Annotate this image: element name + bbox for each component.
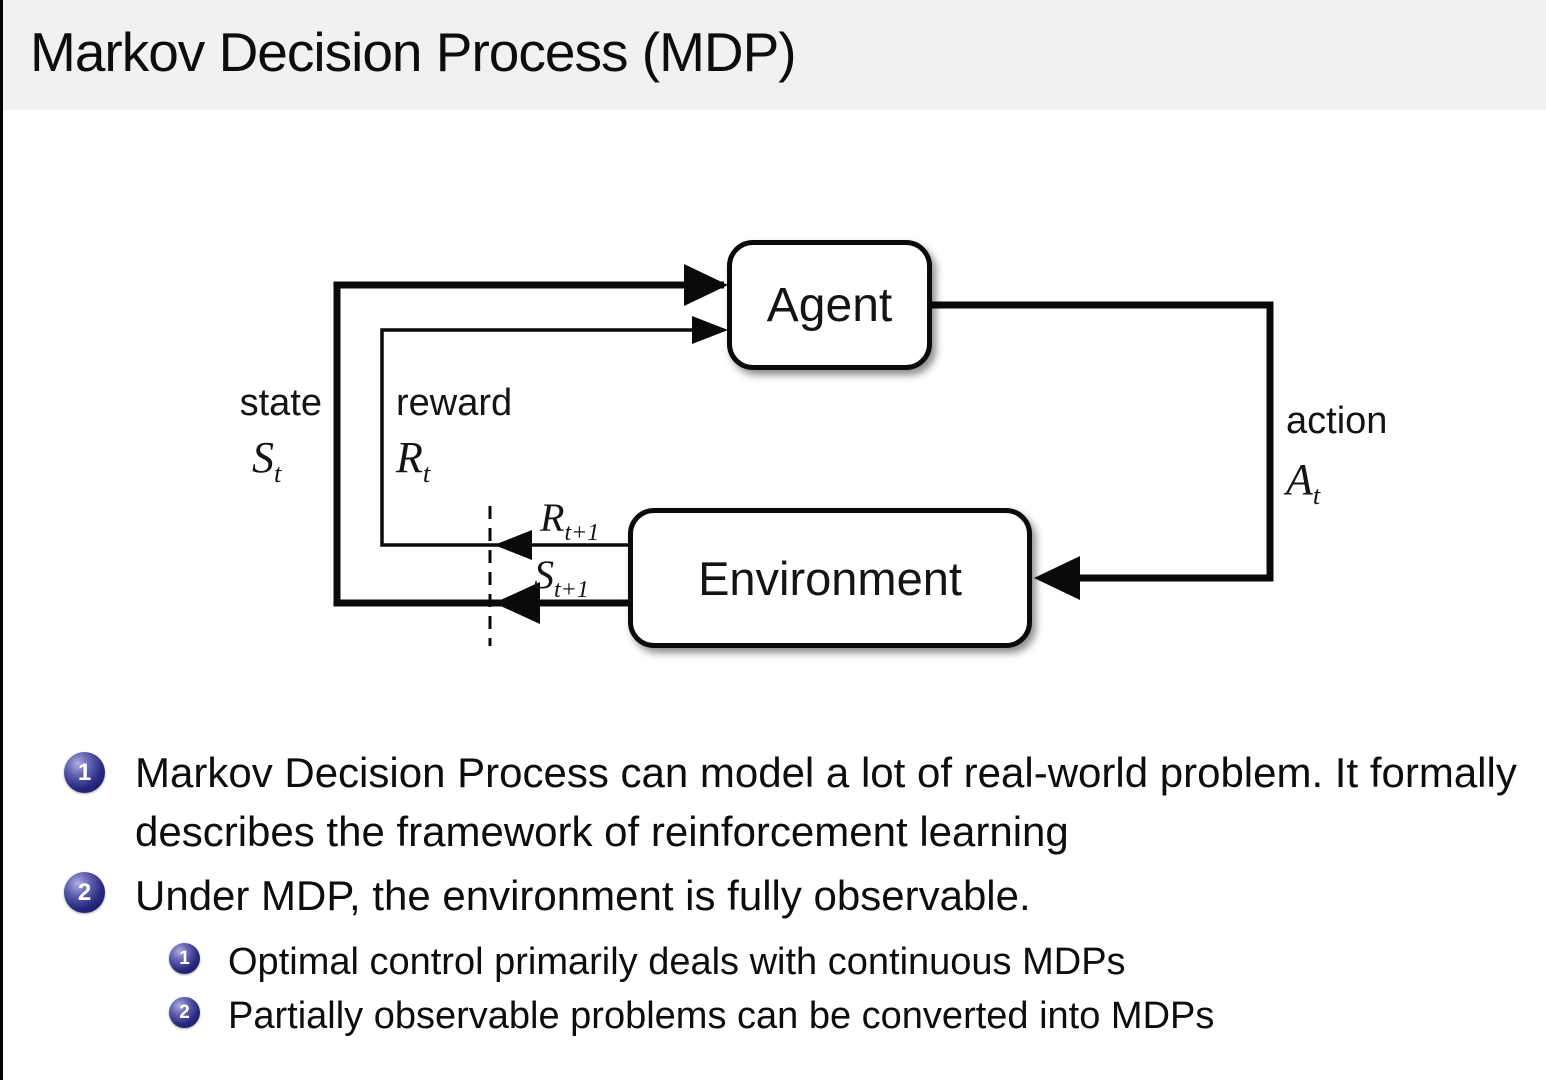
state-loop-line [333,281,724,607]
sub-bullet-2-number: 2 [179,1001,190,1023]
mdp-loop-canvas [333,264,1274,646]
state-label: state [239,382,322,424]
action-label: action [1286,400,1388,442]
bullet-1-number: 1 [77,758,92,786]
bullet-2-text: Under MDP, the environment is fully obse… [135,872,1031,919]
reward-symbol: Rt [396,432,430,489]
sub-bullet-1-number: 1 [179,947,190,969]
title-bar: Markov Decision Process (MDP) [0,0,1546,110]
action-arrowhead-into-environment-icon [1034,556,1080,600]
next-reward-symbol-subscript: t+1 [564,520,600,546]
sub-bullet-2-text: Partially observable problems can be con… [228,995,1215,1037]
action-loop-line [930,301,1274,582]
sub-bullet-1-text: Optimal control primarily deals with con… [228,941,1126,983]
next-state-symbol: St+1 [534,551,589,604]
state-symbol: St [252,432,281,489]
environment-box: Environment [628,508,1032,648]
bullet-2-number-ball: 2 [64,872,105,913]
state-symbol-subscript: t [274,457,282,488]
reward-label: reward [396,382,513,424]
bullet-1-number-ball: 1 [64,752,105,793]
action-symbol: At [1286,454,1320,511]
reward-symbol-base: R [396,433,423,482]
state-arrowhead-into-agent-icon [684,264,728,306]
next-state-symbol-base: S [534,552,554,597]
next-state-arrowhead-icon [494,582,540,624]
slide-left-border [0,0,3,1080]
next-state-symbol-subscript: t+1 [554,577,589,603]
state-symbol-base: S [252,433,274,482]
bullet-2-number: 2 [77,878,92,906]
environment-label: Environment [698,551,962,605]
agent-box: Agent [727,240,932,370]
sub-bullet-1-number-ball: 1 [169,943,200,974]
reward-arrowhead-into-agent-icon [692,316,728,344]
bullet-1-text: Markov Decision Process can model a lot … [135,749,1517,855]
next-reward-symbol-base: R [540,495,565,540]
action-symbol-base: A [1286,455,1313,504]
agent-label: Agent [766,278,893,332]
mdp-diagram: Agent Environment state St reward Rt act… [0,110,1546,690]
next-reward-arrowhead-icon [494,530,532,560]
next-reward-symbol: Rt+1 [540,494,599,547]
reward-symbol-subscript: t [422,457,431,488]
sub-bullet-2-number-ball: 2 [169,997,200,1028]
action-symbol-subscript: t [1312,479,1321,510]
page-title: Markov Decision Process (MDP) [30,21,797,83]
